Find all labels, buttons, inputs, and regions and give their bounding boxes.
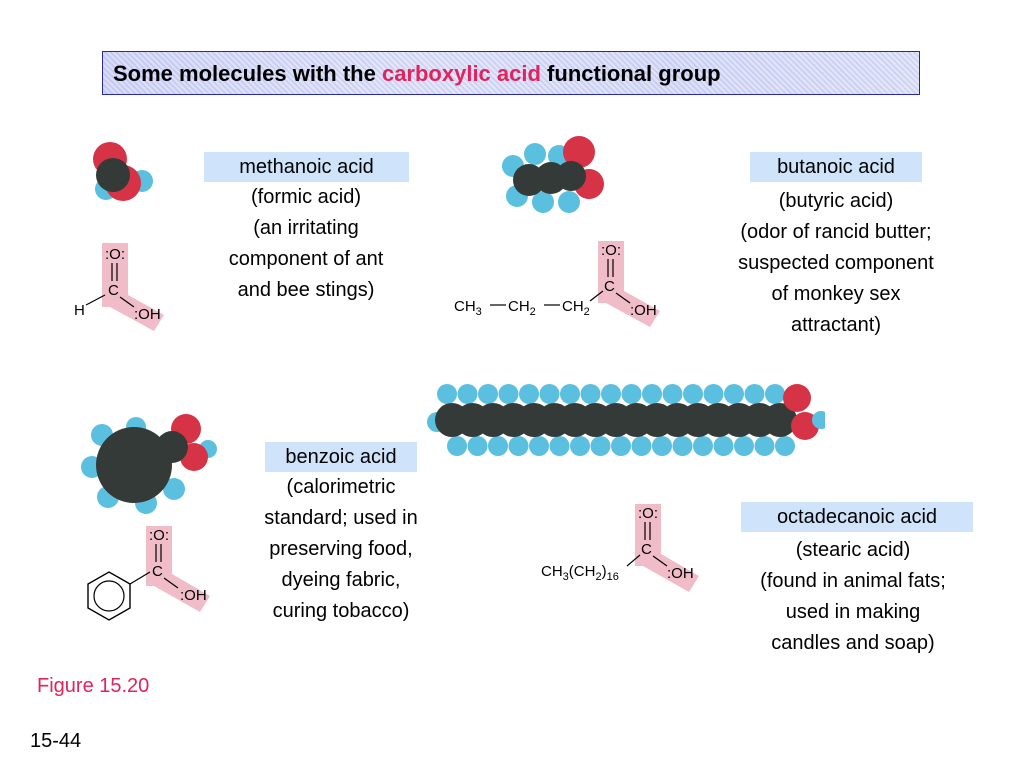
desc-line: (odor of rancid butter; [740,221,932,243]
desc-line: (calorimetric [286,476,396,498]
benzoic-name-label: benzoic acid [265,442,417,472]
desc-line: dyeing fabric, [281,569,401,591]
svg-text::OH: :OH [667,565,694,582]
octadecanoic-space-filling-model [427,384,825,456]
desc-line: standard; used in [264,507,418,529]
desc-line: of monkey sex [771,283,901,305]
desc-line: attractant) [790,314,882,336]
desc-line: candles and soap) [771,632,935,654]
svg-text:C: C [152,563,163,580]
title-highlight: carboxylic acid [381,61,541,86]
octadecanoic-description: (stearic acid) (found in animal fats; us… [722,535,984,659]
svg-text:H: H [74,302,85,319]
svg-text::OH: :OH [134,306,161,323]
svg-text:CH2: CH2 [508,298,536,318]
octadecanoic-name-label: octadecanoic acid [741,502,973,532]
svg-text::O:: :O: [601,242,621,259]
figure-label: Figure 15.20 [37,675,150,697]
benzoic-space-filling-model [81,414,217,514]
butanoic-description: (butyric acid) (odor of rancid butter; s… [692,186,980,341]
desc-line: suspected component [738,252,934,274]
svg-text:C: C [108,282,119,299]
desc-line: used in making [785,601,921,623]
svg-text:CH3(CH2)16: CH3(CH2)16 [541,563,619,583]
desc-line: and bee stings) [237,279,375,301]
svg-text:C: C [641,541,652,558]
title-prefix: Some molecules with the [113,61,382,86]
methanoic-structural-formula: :O: C :OH H [74,243,164,331]
methanoic-description: (formic acid) (an irritating component o… [190,182,422,306]
desc-line: (formic acid) [250,186,361,208]
slide-title: Some molecules with the carboxylic acid … [102,51,920,95]
benzoic-description: (calorimetric standard; used in preservi… [230,472,452,627]
butanoic-name-label: butanoic acid [750,152,922,182]
svg-text:CH3: CH3 [454,298,482,318]
svg-text::O:: :O: [638,505,658,522]
desc-line: (butyric acid) [778,190,894,212]
butanoic-space-filling-model [502,136,604,213]
desc-line: curing tobacco) [272,600,410,622]
methanoic-name-label: methanoic acid [204,152,409,182]
svg-text::OH: :OH [180,587,207,604]
benzoic-structural-formula: :O: C :OH [87,526,210,621]
svg-text::O:: :O: [149,527,169,544]
svg-text::O:: :O: [105,246,125,263]
desc-line: (stearic acid) [795,539,911,561]
desc-line: (found in animal fats; [760,570,946,592]
octadecanoic-structural-formula: :O: C :OH CH3(CH2)16 [541,504,699,592]
svg-text:CH2: CH2 [562,298,590,318]
desc-line: preserving food, [269,538,413,560]
title-suffix: functional group [540,61,721,86]
butanoic-structural-formula: :O: C :OH CH3 CH2 CH2 [454,241,660,327]
page-number: 15-44 [30,730,82,752]
methanoic-space-filling-model [93,142,153,201]
desc-line: (an irritating [253,217,359,239]
desc-line: component of ant [228,248,384,270]
svg-text:C: C [604,278,615,295]
svg-text::OH: :OH [630,302,657,319]
